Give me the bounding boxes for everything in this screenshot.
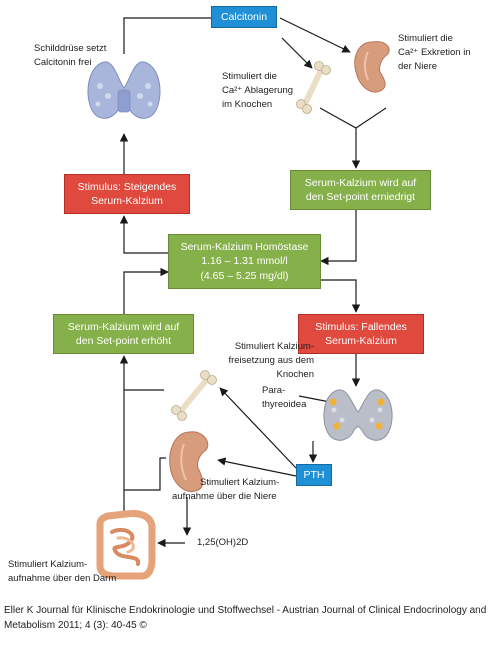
bone-icon — [171, 370, 217, 421]
bone-release-label: Stimuliert Kalzium- freisetzung aus dem … — [228, 341, 314, 380]
arrow-pth-to-kidney — [217, 457, 297, 477]
homeostasis-box: Serum-Kalzium Homöstase 1.16 – 1.31 mmol… — [168, 234, 321, 289]
merge-from-bone — [319, 107, 357, 129]
arrow-calcitonin-to-bone — [281, 37, 313, 69]
vitamin-d-label: 1,25(OH)2D — [197, 537, 249, 548]
merge-from-kidney — [355, 107, 387, 129]
arrow-homeostasis-to-stimulus-rising — [119, 215, 168, 254]
line-kidney-to-feedback — [124, 457, 166, 491]
gut-absorption-label: Stimuliert Kalzium- aufnahme über den Da… — [8, 559, 117, 584]
kidney-absorption-label: Stimuliert Kalzium- aufnahme über die Ni… — [172, 477, 280, 502]
arrow-pth-to-bone — [219, 387, 297, 469]
citation-footer: Eller K Journal für Klinische Endokrinol… — [4, 605, 487, 631]
parathyroid-pointer — [298, 395, 331, 403]
setpoint-lowered-line-2: den Set-point erniedrigt — [305, 191, 416, 203]
kidney-icon — [354, 41, 390, 93]
thyroid-icon — [87, 61, 161, 119]
pth-box: PTH — [296, 464, 332, 486]
homeostasis-range-mgdl: (4.65 – 5.25 mg/dl) — [200, 269, 289, 282]
arrow-thyroid-to-calcitonin — [123, 17, 211, 54]
homeostasis-title: Serum-Kalzium Homöstase — [180, 241, 309, 254]
setpoint-lowered-box: Serum-Kalzium wird auf den Set-point ern… — [290, 170, 431, 210]
calcitonin-label: Calcitonin — [220, 10, 268, 23]
stimulus-falling-line-2: Serum-Kalzium — [325, 335, 397, 347]
calcitonin-box: Calcitonin — [211, 6, 277, 28]
arrow-homeostasis-to-stimulus-falling — [321, 279, 361, 313]
homeostasis-range-mmol: 1.16 – 1.31 mmol/l — [201, 255, 288, 268]
pth-label: PTH — [303, 468, 325, 481]
arrow-setpoint-lowered-to-homeostasis — [320, 210, 357, 266]
connector-arrows — [119, 17, 387, 548]
stimulus-rising-box: Stimulus: Steigendes Serum-Kalzium — [64, 174, 190, 214]
bone-icon — [296, 61, 331, 114]
arrow-calcitonin-to-kidney — [279, 17, 351, 53]
setpoint-raised-box: Serum-Kalzium wird auf den Set-point erh… — [53, 314, 194, 354]
arrow-setpoint-raised-to-homeostasis — [123, 267, 169, 314]
stimulus-falling-box: Stimulus: Fallendes Serum-Kalzium — [298, 314, 424, 354]
bone-deposition-label: Stimuliert die Ca²⁺ Ablagerung im Knoche… — [222, 71, 294, 110]
thyroid-releases-label: Schilddrüse setzt Calcitonin frei — [34, 43, 107, 68]
stimulus-rising-line-1: Stimulus: Steigendes — [77, 180, 177, 193]
parathyroid-icon — [323, 389, 393, 441]
setpoint-raised-line-1: Serum-Kalzium wird auf — [67, 320, 180, 333]
kidney-icon — [169, 431, 209, 492]
parathyroid-label: Para- thyreoidea — [262, 385, 307, 410]
setpoint-lowered-line-1: Serum-Kalzium wird auf — [304, 176, 417, 189]
stimulus-falling-line-1: Stimulus: Fallendes — [315, 320, 407, 333]
kidney-excretion-label: Stimuliert die Ca²⁺ Exkretion in der Nie… — [398, 33, 471, 72]
intestine-icon — [96, 510, 156, 580]
setpoint-raised-line-2: den Set-point erhöht — [75, 335, 172, 347]
stimulus-rising-line-2: Serum-Kalzium — [91, 195, 163, 207]
